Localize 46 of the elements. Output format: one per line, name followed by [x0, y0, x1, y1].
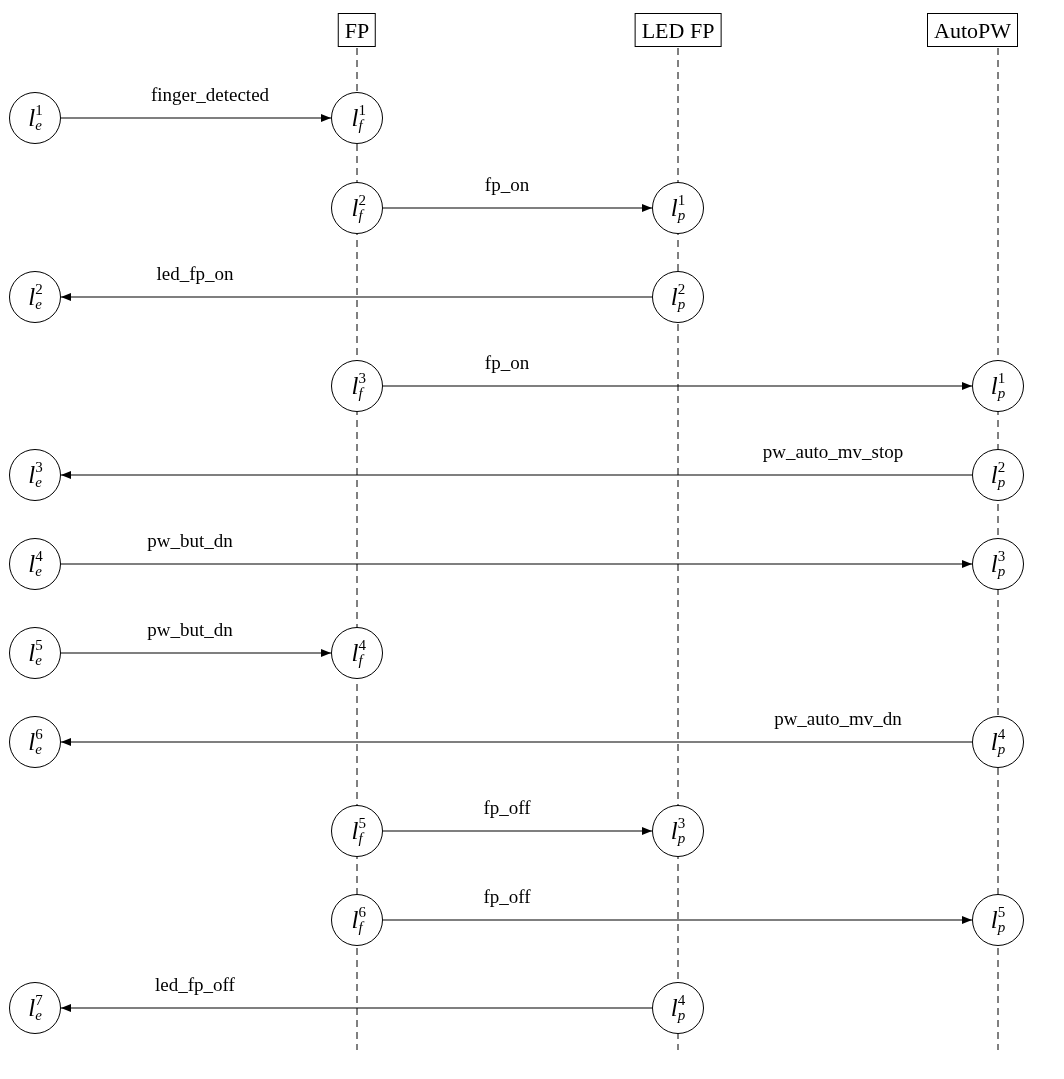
state-circle	[9, 627, 61, 679]
edge-label: pw_but_dn	[147, 531, 233, 551]
edge-label: led_fp_on	[156, 264, 234, 284]
message-arrow	[60, 560, 973, 568]
message-arrow	[60, 293, 653, 301]
state-circle	[9, 982, 61, 1034]
state-circle	[652, 805, 704, 857]
edge-label: led_fp_off	[155, 975, 235, 995]
lifeline-header: FP	[337, 13, 377, 47]
edge-label: pw_but_dn	[147, 620, 233, 640]
edge-label: pw_auto_mv_dn	[774, 709, 902, 729]
message-arrow	[382, 382, 973, 390]
state-circle	[972, 894, 1024, 946]
state-circle	[972, 449, 1024, 501]
edge-label: finger_detected	[150, 85, 270, 105]
state-circle	[331, 360, 383, 412]
message-arrow	[60, 738, 973, 746]
lifeline-header: LED FP	[634, 13, 722, 47]
state-circle	[331, 805, 383, 857]
state-circle	[331, 182, 383, 234]
message-arrow	[382, 204, 653, 212]
state-circle	[9, 716, 61, 768]
state-circle	[9, 449, 61, 501]
message-arrow	[60, 1004, 653, 1012]
message-arrow	[382, 916, 973, 924]
state-circle	[9, 538, 61, 590]
state-circle	[652, 271, 704, 323]
edge-label: fp_on	[484, 175, 530, 195]
state-circle	[331, 894, 383, 946]
message-arrow	[60, 471, 973, 479]
state-circle	[331, 92, 383, 144]
state-circle	[972, 360, 1024, 412]
message-arrow	[60, 649, 332, 657]
state-circle	[9, 271, 61, 323]
message-arrow	[382, 827, 653, 835]
state-circle	[652, 182, 704, 234]
state-circle	[972, 538, 1024, 590]
edge-label: fp_off	[483, 887, 531, 907]
lifeline-header: AutoPW	[927, 13, 1018, 47]
state-circle	[331, 627, 383, 679]
message-arrow	[60, 114, 332, 122]
edge-label: fp_on	[484, 353, 530, 373]
edge-label: fp_off	[483, 798, 531, 818]
state-circle	[9, 92, 61, 144]
state-circle	[972, 716, 1024, 768]
state-circle	[652, 982, 704, 1034]
